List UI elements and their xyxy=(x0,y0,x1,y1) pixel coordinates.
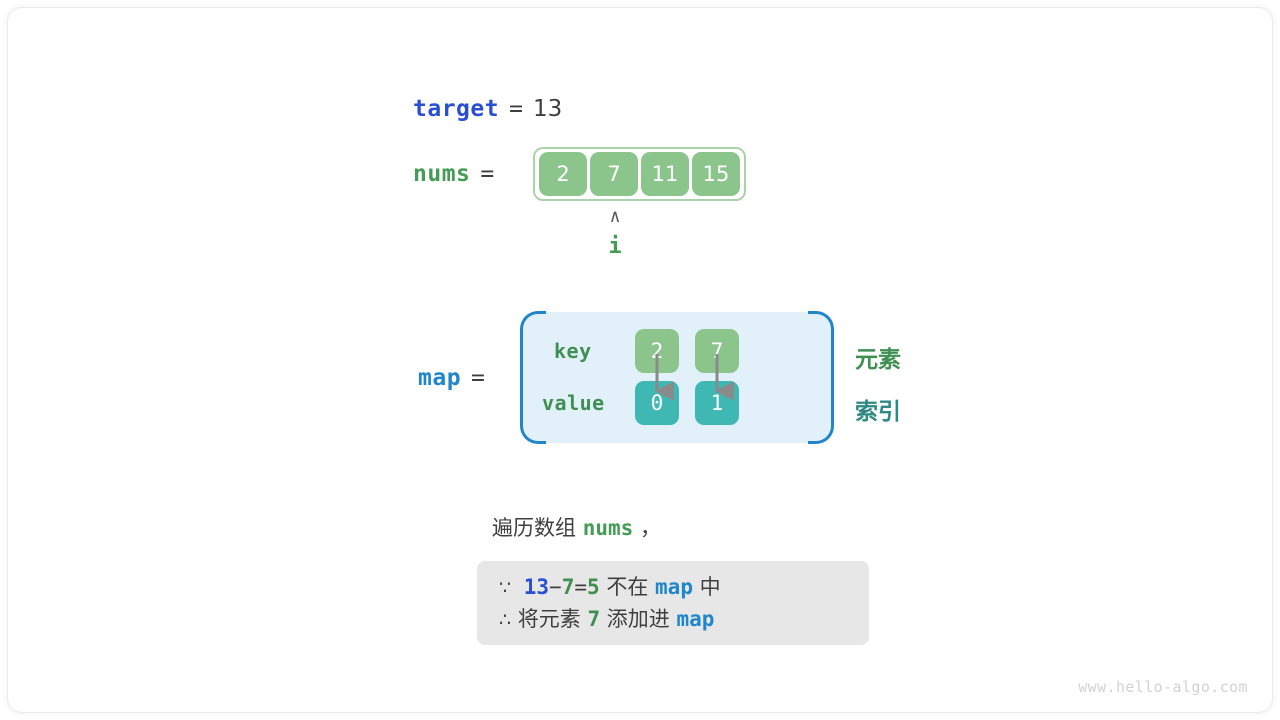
nums-variable-label: nums xyxy=(413,161,471,187)
map-key-cell: 7 xyxy=(695,329,739,373)
note-added-value: 7 xyxy=(587,607,601,631)
array-cell: 15 xyxy=(692,152,740,196)
note-minus-sign: − xyxy=(549,575,562,599)
note-line-1: ∵ 13 − 7 = 5 不在 map 中 xyxy=(499,571,847,603)
caption-token-nums: nums xyxy=(582,516,634,540)
array-cell: 2 xyxy=(539,152,587,196)
note-line-2: ∴ 将元素 7 添加进 map xyxy=(499,603,847,635)
note-box: ∵ 13 − 7 = 5 不在 map 中 ∴ 将元素 7 添加进 map xyxy=(477,561,869,645)
map-row-label-key: key xyxy=(554,339,592,363)
array-cell: 7 xyxy=(590,152,638,196)
note-space-1 xyxy=(511,575,524,599)
array-cell: 11 xyxy=(641,152,689,196)
target-equals-sign: = xyxy=(509,96,523,122)
nums-equals-sign: = xyxy=(480,161,495,187)
caption-suffix: ， xyxy=(633,516,661,540)
therefore-symbol: ∴ xyxy=(499,609,512,631)
note-token-map: map xyxy=(655,575,693,599)
target-value: 13 xyxy=(532,96,563,122)
caption-text: 遍历数组 nums ， xyxy=(492,512,661,542)
note-equals-sign: = xyxy=(574,575,588,599)
note-operand-value: 7 xyxy=(561,575,575,599)
map-equals-sign: = xyxy=(471,365,485,391)
nums-array-container: 2 7 11 15 xyxy=(533,147,746,201)
caption-prefix: 遍历数组 xyxy=(492,516,583,540)
side-label-element: 元素 xyxy=(855,347,901,373)
because-symbol: ∵ xyxy=(499,577,512,599)
note-mid-text: 不在 xyxy=(599,575,656,599)
caret-up-icon: ∧ xyxy=(609,206,621,227)
index-pointer: ∧ i xyxy=(595,208,635,262)
map-key-cell: 2 xyxy=(635,329,679,373)
map-value-cell: 1 xyxy=(695,381,739,425)
target-assignment-row: target = 13 xyxy=(413,93,562,125)
map-value-cell: 0 xyxy=(635,381,679,425)
nums-assignment-row: nums = xyxy=(413,158,504,190)
map-variable-label: map xyxy=(418,365,462,391)
map-assignment-row: map = xyxy=(418,362,495,394)
note-result-value: 5 xyxy=(587,575,600,599)
map-row-label-value: value xyxy=(542,391,605,415)
side-label-index: 索引 xyxy=(855,399,901,425)
note-target-value: 13 xyxy=(523,575,550,599)
target-variable-label: target xyxy=(413,96,500,122)
watermark-url: www.hello-algo.com xyxy=(1078,678,1248,696)
note-mid-text-2: 添加进 xyxy=(600,607,677,631)
note-token-map: map xyxy=(676,607,715,631)
note-lead-text: 将元素 xyxy=(511,607,588,631)
note-tail-text: 中 xyxy=(692,575,721,599)
pointer-label-i: i xyxy=(608,234,622,259)
